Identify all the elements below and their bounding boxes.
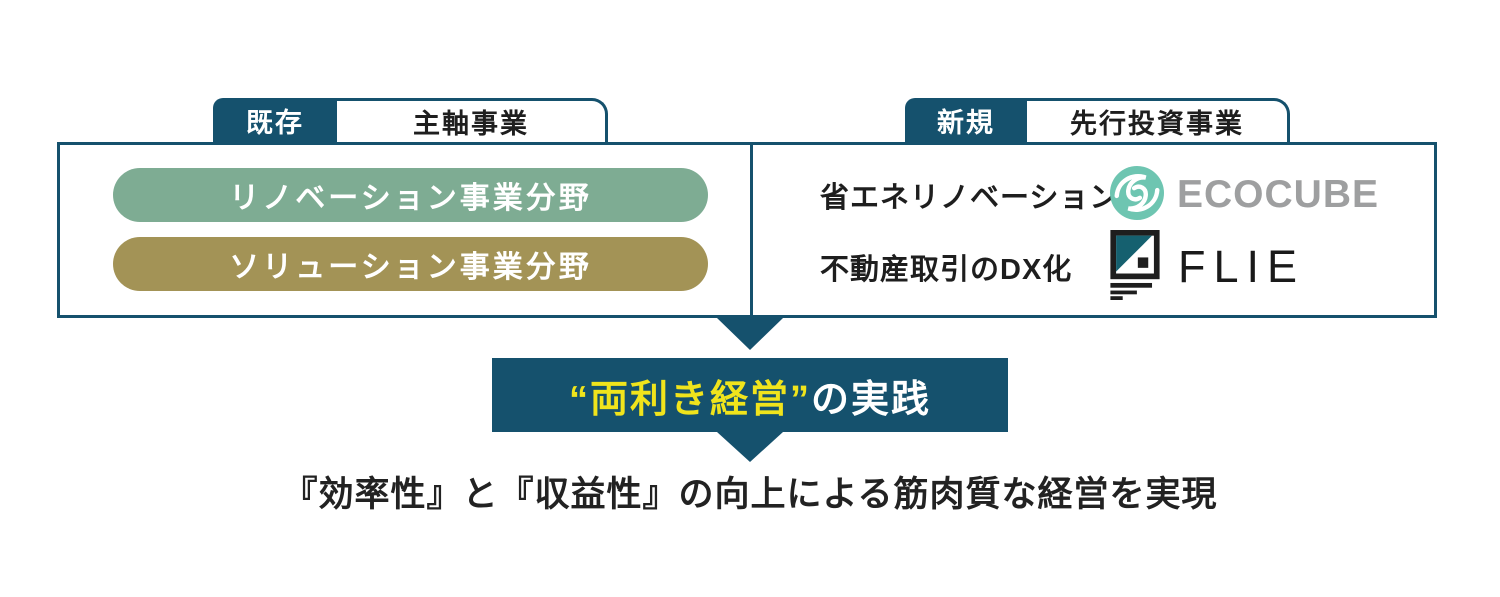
result-highlight-text: “両利き経営” [568,378,811,421]
conclusion-text: 『効率性』と『収益性』の向上による筋肉質な経営を実現 [282,475,1218,514]
energy-saving-label: 省エネリノベーション [820,182,1120,214]
ecocube-brand: ECOCUBE [1110,165,1380,225]
tab-new-business: 新規 先行投資事業 [905,98,1290,142]
ecocube-wordmark: ECOCUBE [1177,173,1380,216]
tab-existing-business: 既存 主軸事業 [213,98,608,142]
down-arrow-icon [717,432,783,462]
tab-badge-existing: 既存 [213,98,337,142]
ambidexterity-result-box: “両利き経営”の実践 [492,358,1008,432]
flie-wordmark: FLIE [1178,241,1306,292]
tab-label-core-business: 主軸事業 [337,98,608,142]
business-segments-box: リノベーション事業分野 ソリューション事業分野 省エネリノベーション ECOCU… [57,142,1437,318]
result-suffix-text: の実践 [811,378,932,421]
real-estate-dx-label: 不動産取引のDX化 [820,254,1073,286]
tab-badge-new: 新規 [905,98,1027,142]
pill-solution-segment: ソリューション事業分野 [113,237,708,291]
flie-logo-icon [1110,229,1160,305]
panel-divider [750,145,753,315]
row-real-estate-dx: 不動産取引のDX化 FLIE [820,229,1305,300]
pill-renovation-segment: リノベーション事業分野 [113,168,708,222]
flie-brand: FLIE [1110,229,1306,305]
tab-label-investment-business: 先行投資事業 [1027,98,1290,142]
row-energy-saving-renovation: 省エネリノベーション ECOCUBE [820,165,1380,225]
ecocube-logo-icon [1110,165,1164,225]
down-arrow-icon [717,318,783,350]
